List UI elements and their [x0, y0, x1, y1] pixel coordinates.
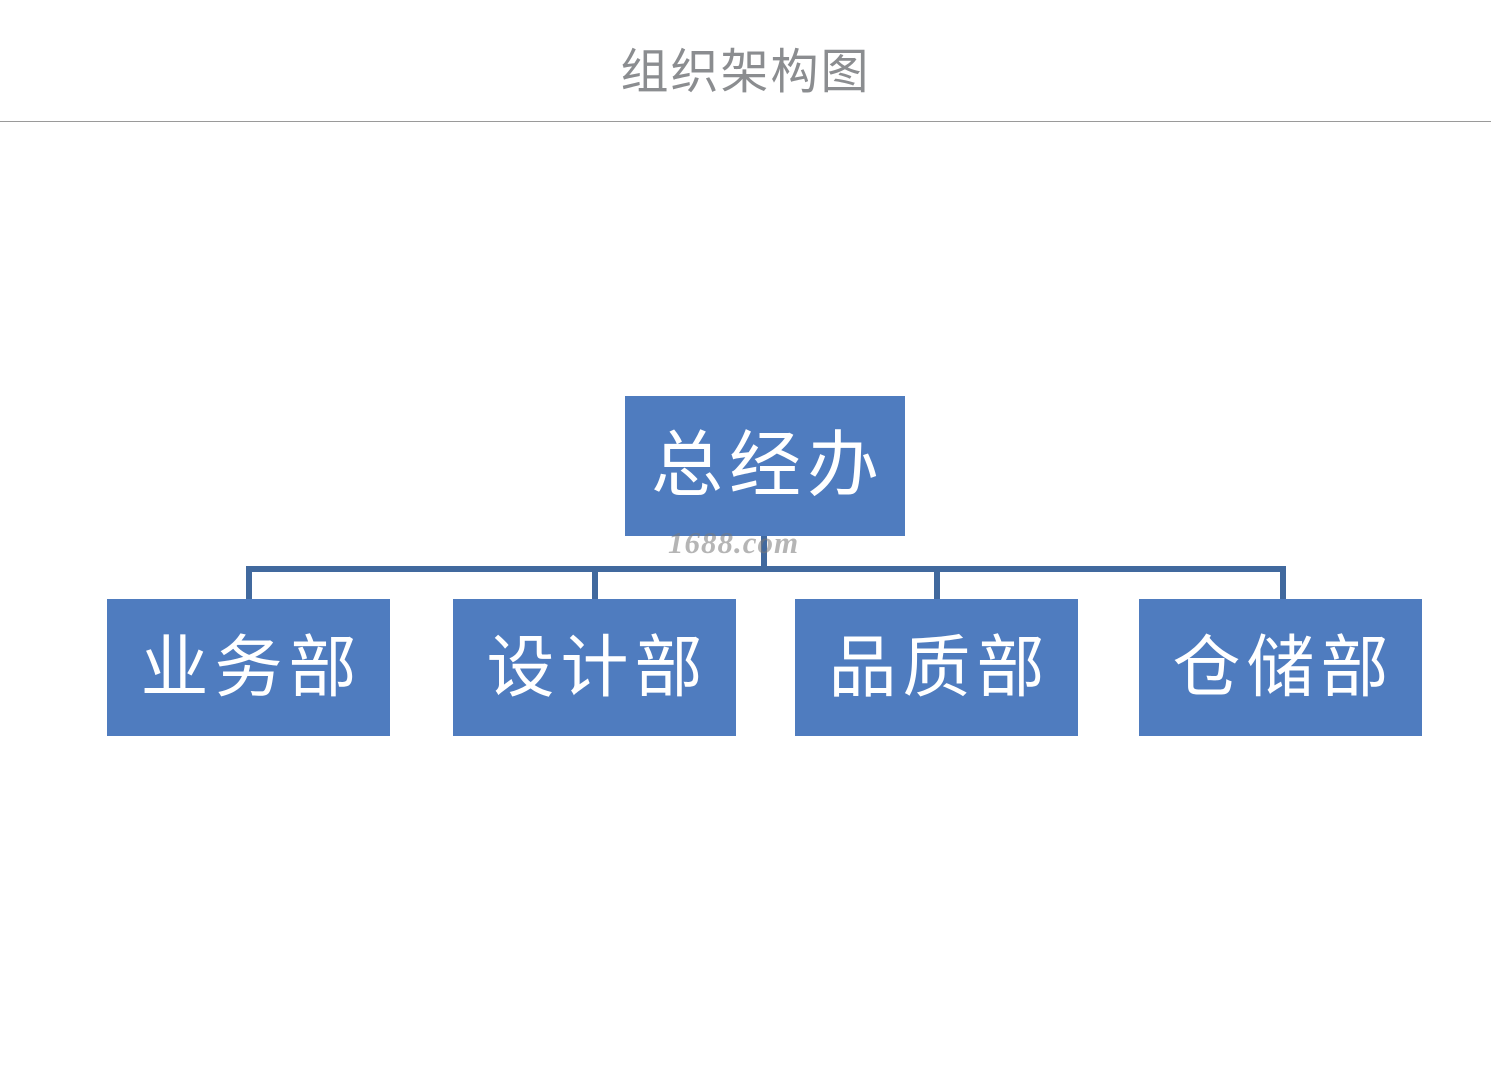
connector-horizontal-bar — [248, 566, 1286, 572]
org-node-child-3[interactable]: 仓储部 — [1139, 599, 1422, 736]
org-node-child-2[interactable]: 品质部 — [795, 599, 1078, 736]
connector-drop-0 — [246, 566, 252, 600]
org-node-child-1-label: 设计部 — [486, 629, 709, 706]
connector-root-stem — [761, 536, 767, 568]
org-node-child-2-label: 品质部 — [828, 629, 1051, 706]
org-node-child-3-label: 仓储部 — [1172, 629, 1395, 706]
org-node-root-label: 总经办 — [650, 426, 885, 506]
org-node-child-0-label: 业务部 — [140, 629, 363, 706]
org-node-child-0[interactable]: 业务部 — [107, 599, 390, 736]
connector-drop-3 — [1280, 566, 1286, 600]
connector-drop-1 — [592, 566, 598, 600]
title-divider — [0, 121, 1491, 122]
org-node-root[interactable]: 总经办 — [625, 396, 905, 536]
page-title: 组织架构图 — [620, 46, 871, 99]
title-bar: 组织架构图 — [0, 0, 1491, 122]
org-node-child-1[interactable]: 设计部 — [453, 599, 736, 736]
connector-drop-2 — [934, 566, 940, 600]
